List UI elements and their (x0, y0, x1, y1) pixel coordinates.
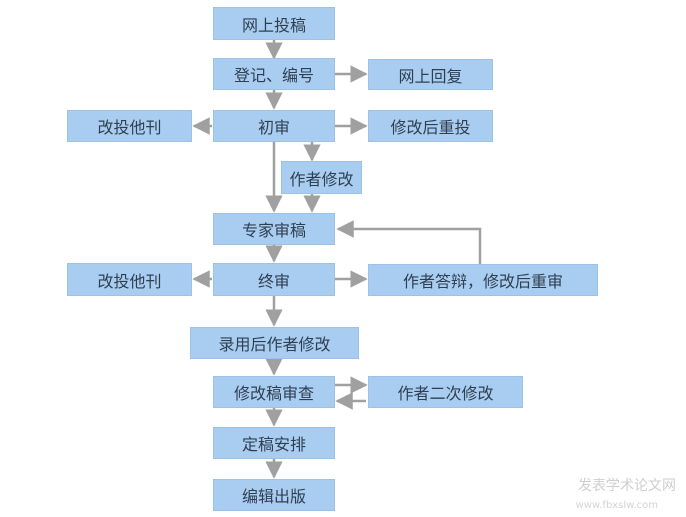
watermark-text: 发表学术论文网 (578, 478, 676, 494)
node-author-edit-1: 作者修改 (281, 161, 362, 194)
node-resubmit-after-edit: 修改后重投 (368, 110, 493, 142)
arrow-rebuttal-loop (336, 220, 482, 264)
node-author-edit-2: 作者二次修改 (368, 376, 523, 408)
node-register: 登记、编号 (213, 58, 335, 90)
node-reject-1: 改投他刊 (67, 110, 192, 142)
node-submit: 网上投稿 (213, 7, 335, 40)
node-accepted-edit: 录用后作者修改 (190, 327, 359, 359)
node-revision-check: 修改稿审查 (213, 376, 335, 408)
node-publish: 编辑出版 (213, 479, 335, 511)
node-final-review: 终审 (213, 263, 335, 296)
node-reply: 网上回复 (368, 59, 493, 90)
node-rebuttal: 作者答辩，修改后重审 (368, 264, 598, 296)
node-finalize: 定稿安排 (213, 427, 335, 459)
node-reject-2: 改投他刊 (67, 263, 192, 296)
watermark-url: www.fbxslw.com (575, 500, 658, 511)
node-expert-review: 专家审稿 (213, 213, 335, 245)
node-first-review: 初审 (213, 110, 335, 142)
